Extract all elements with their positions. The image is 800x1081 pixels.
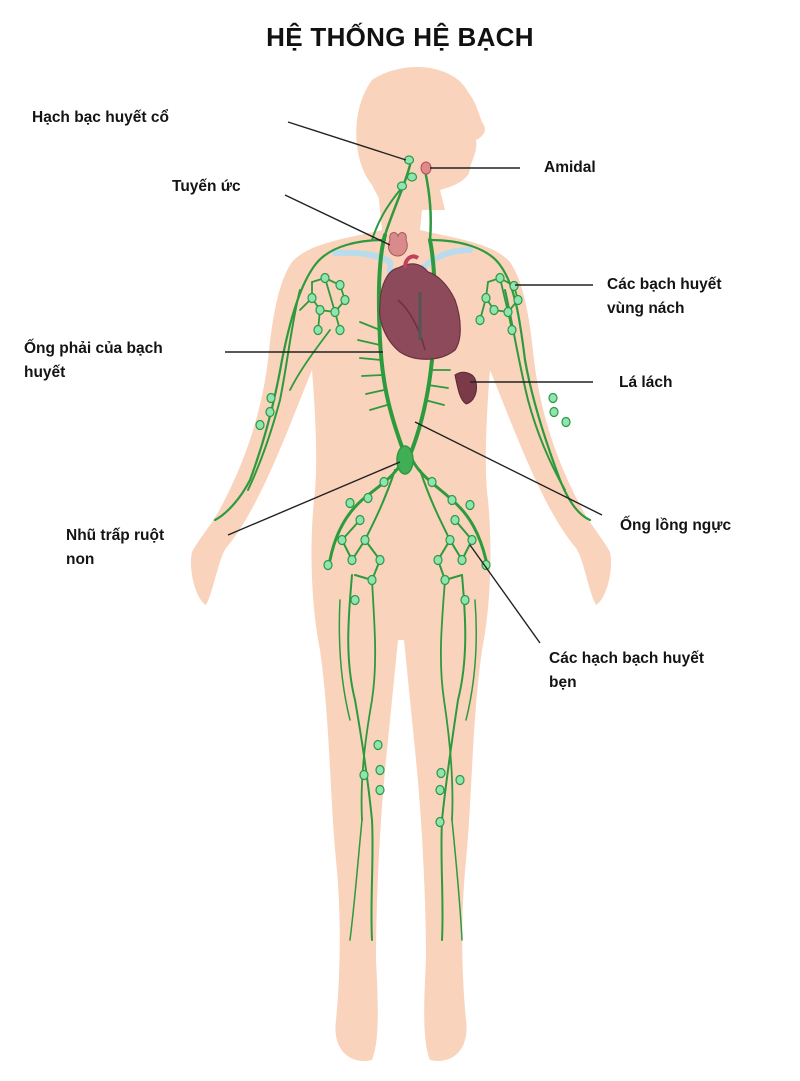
- label-thymus: Tuyến ức: [172, 175, 241, 199]
- cisterna-chyli-shape: [396, 445, 414, 475]
- label-text: bẹn: [549, 674, 577, 691]
- leader-cervical-nodes: [287, 121, 407, 161]
- leader-inguinal-nodes: [469, 544, 541, 644]
- lymph-nodes: [255, 155, 571, 828]
- leader-lines: [225, 121, 603, 644]
- body-silhouette: [190, 66, 612, 1061]
- label-text: Hạch bạc huyết cổ: [32, 109, 169, 126]
- label-tonsil: Amidal: [544, 156, 596, 180]
- lymph-vessels: [213, 163, 592, 941]
- label-text: vùng nách: [607, 300, 685, 317]
- spleen-shape: [454, 371, 477, 405]
- label-text: Lá lách: [619, 374, 673, 391]
- label-text: huyết: [24, 364, 66, 381]
- tonsil-shape: [420, 161, 432, 175]
- label-text: Các hạch bạch huyết: [549, 650, 705, 667]
- diagram-title: HỆ THỐNG HỆ BẠCH: [266, 22, 534, 52]
- thymus-shape: [387, 232, 408, 257]
- label-inguinal-nodes: Các hạch bạch huyết bẹn: [549, 647, 704, 695]
- label-spleen: Lá lách: [619, 371, 672, 395]
- label-cisterna-chyli: Nhũ trấp ruột non: [66, 524, 164, 572]
- leader-cisterna-chyli: [227, 461, 401, 536]
- label-axillary-nodes: Các bạch huyết vùng nách: [607, 273, 722, 321]
- label-text: Tuyến ức: [172, 178, 241, 195]
- label-text: Các bạch huyết: [607, 276, 722, 293]
- leader-thymus: [284, 194, 391, 246]
- label-right-lymphatic-duct: Ống phải của bạch huyết: [24, 337, 163, 385]
- label-text: Amidal: [544, 159, 596, 176]
- label-text: Ống phải của bạch: [24, 340, 163, 357]
- label-text: non: [66, 551, 95, 568]
- organs: [379, 161, 477, 405]
- label-cervical-nodes: Hạch bạc huyết cổ: [32, 106, 169, 130]
- label-text: Ống lồng ngực: [620, 517, 732, 534]
- label-thoracic-duct: Ống lồng ngực: [620, 514, 731, 538]
- leader-thoracic-duct: [414, 421, 603, 516]
- label-text: Nhũ trấp ruột: [66, 527, 165, 544]
